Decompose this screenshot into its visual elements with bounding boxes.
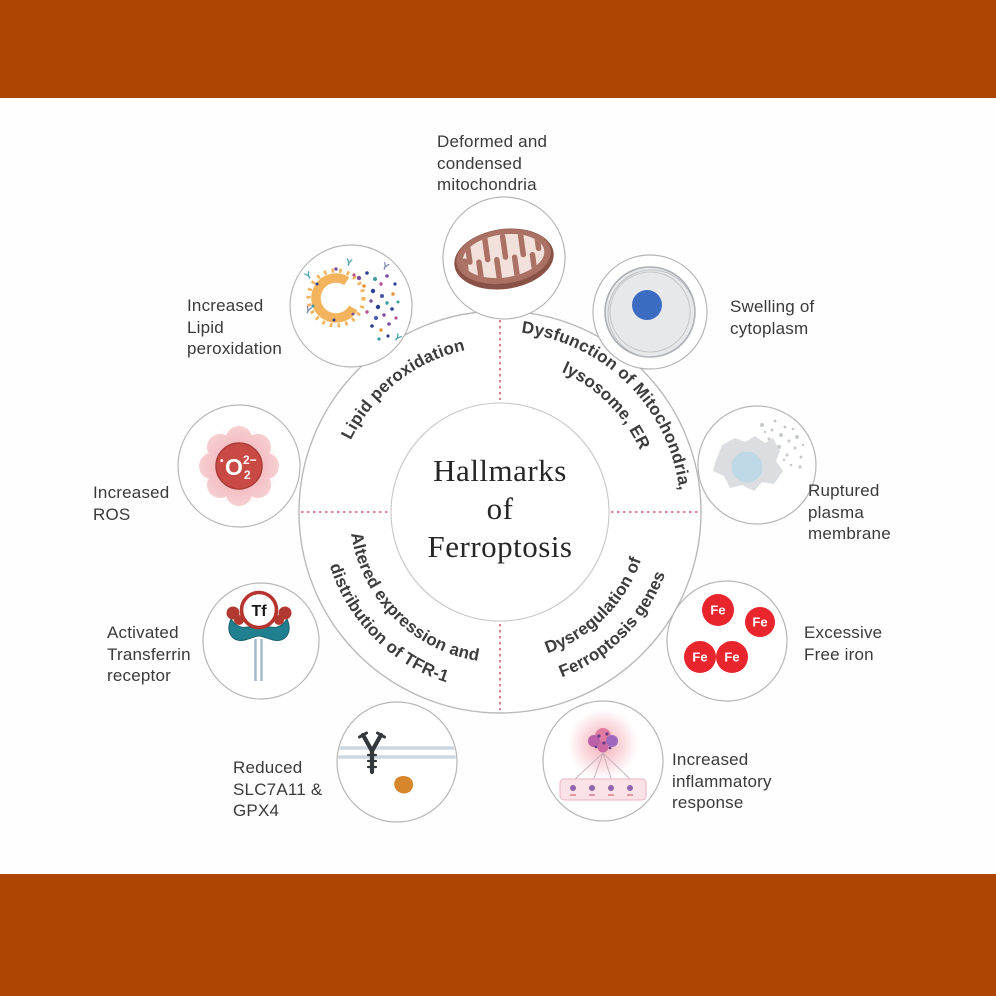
transferrin-receptor-icon: Tf	[226, 590, 292, 681]
svg-text:Y: Y	[303, 304, 313, 317]
node-cytoplasm	[592, 254, 708, 370]
inflammation-icon	[559, 709, 647, 801]
plasma-membrane-lines	[338, 746, 456, 759]
cell-nucleus	[731, 451, 763, 483]
svg-text:Y: Y	[344, 257, 353, 269]
lipid-membrane-ring	[311, 273, 361, 323]
node-lipid-peroxidation: Y Y Y Y Y	[289, 244, 413, 368]
inner-circle	[390, 402, 610, 622]
label-transferrin: Activated Transferrin receptor	[107, 623, 191, 685]
node-membrane	[697, 405, 817, 525]
tissue-cells	[570, 785, 633, 796]
slc7a11-icon	[338, 731, 456, 794]
svg-text:O: O	[225, 454, 243, 480]
label-lipid-peroxidation: Increased Lipid peroxidation	[187, 296, 283, 358]
svg-text:Y: Y	[303, 270, 315, 283]
transporter-antibody	[358, 731, 386, 775]
mitochondria-icon	[454, 228, 554, 290]
hallmarks-ring: Lipid peroxidation Dysfunction of Mitoch…	[298, 310, 702, 714]
tf-label: Tf	[251, 603, 267, 620]
superoxide-formula: • O 2− 2	[220, 453, 257, 482]
free-iron-icon: Fe Fe Fe Fe	[684, 594, 775, 673]
node-slc	[336, 701, 458, 823]
svg-text:Fe: Fe	[724, 650, 739, 665]
tissue-strip	[559, 778, 647, 801]
node-lipid-circle	[289, 244, 413, 368]
ruptured-cell-icon	[713, 419, 805, 491]
lipid-membrane-spikes	[306, 268, 366, 328]
node-ros: • O 2− 2	[177, 404, 301, 528]
lipid-peroxidation-icon: Y Y Y Y Y	[303, 257, 404, 345]
label-slc: Reduced SLC7A11 & GPX4	[233, 758, 323, 820]
label-mitochondria: Deformed and condensed mitochondria	[437, 132, 548, 194]
svg-text:Y: Y	[380, 261, 391, 274]
node-slc-circle	[336, 701, 458, 823]
node-mitochondria	[442, 196, 566, 320]
swollen-cell-icon	[604, 266, 696, 358]
gpx4-protein	[394, 775, 414, 794]
svg-text:Fe: Fe	[692, 650, 707, 665]
label-iron: Excessive Free iron	[804, 623, 883, 664]
tf-ligand	[239, 590, 279, 630]
node-iron: Fe Fe Fe Fe	[666, 580, 788, 702]
node-inflammation	[542, 700, 664, 822]
top-border-band	[0, 0, 996, 98]
bottom-border-band	[0, 874, 996, 996]
signal-lines	[573, 752, 632, 782]
label-membrane: Ruptured plasma membrane	[808, 481, 891, 543]
superoxide-icon: • O 2− 2	[199, 426, 279, 506]
receptor-stalk	[254, 639, 263, 681]
label-inflammation: Increased inflammatory response	[672, 750, 772, 812]
peroxidation-fragments	[311, 267, 400, 341]
svg-text:Fe: Fe	[710, 603, 725, 618]
cell-nucleus	[632, 290, 662, 320]
label-ros: Increased ROS	[93, 483, 170, 524]
iron-bound-sites	[226, 606, 292, 625]
cell-debris-dots	[760, 419, 805, 469]
immune-cell-cluster	[588, 728, 618, 753]
svg-text:2−: 2−	[243, 453, 257, 467]
label-cytoplasm: Swelling of cytoplasm	[730, 297, 815, 338]
node-transferrin: Tf	[202, 582, 320, 700]
diagram-title: Hallmarks of Ferroptosis	[427, 453, 573, 564]
svg-text:Fe: Fe	[752, 615, 767, 630]
quadrant-dividers	[301, 314, 699, 710]
svg-text:2: 2	[244, 468, 251, 482]
svg-text:•: •	[220, 456, 224, 467]
